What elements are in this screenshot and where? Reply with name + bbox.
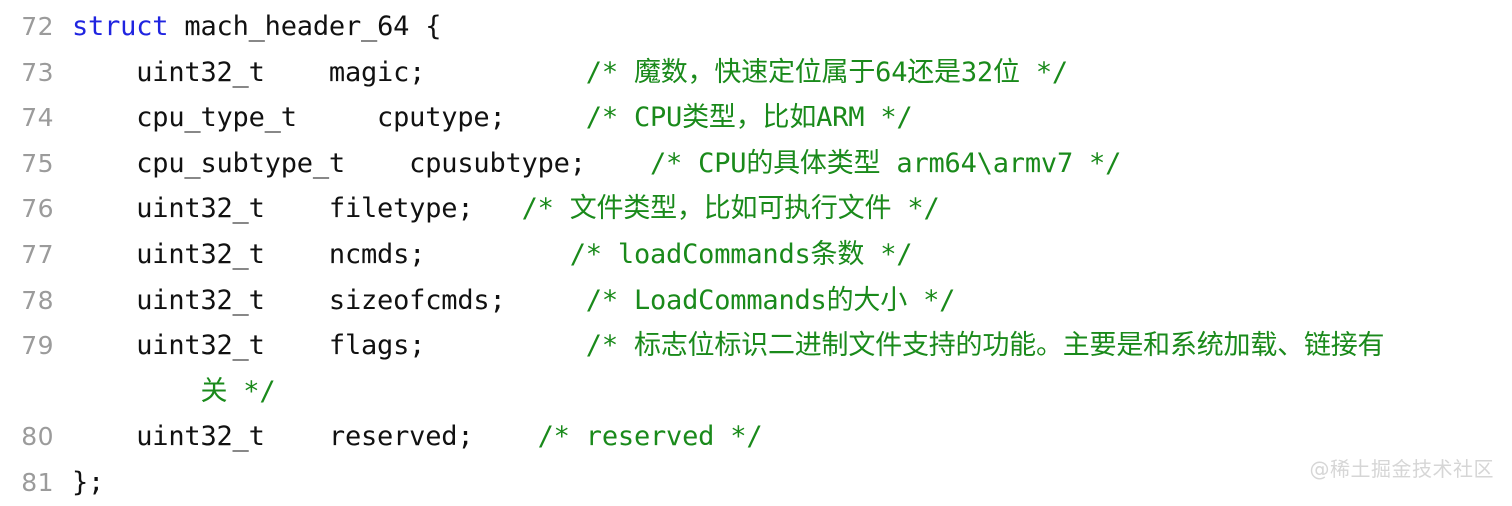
code-line[interactable]: 78 uint32_t sizeofcmds; /* LoadCommands的… bbox=[0, 278, 1512, 324]
comment-token: /* LoadCommands的大小 */ bbox=[585, 284, 956, 316]
line-content: uint32_t magic; /* 魔数，快速定位属于64还是32位 */ bbox=[72, 50, 1512, 96]
code-line[interactable]: 73 uint32_t magic; /* 魔数，快速定位属于64还是32位 *… bbox=[0, 50, 1512, 96]
line-number: 75 bbox=[21, 148, 54, 178]
line-content: cpu_subtype_t cpusubtype; /* CPU的具体类型 ar… bbox=[72, 141, 1512, 187]
line-number: 80 bbox=[21, 422, 54, 452]
line-number: 78 bbox=[21, 285, 54, 315]
line-number: 81 bbox=[21, 467, 54, 497]
line-number: 77 bbox=[21, 239, 54, 269]
comment-token: /* 魔数，快速定位属于64还是32位 */ bbox=[585, 56, 1068, 88]
code-token: cpu_subtype_t cpusubtype; bbox=[72, 147, 650, 179]
keyword-token: struct bbox=[72, 11, 169, 42]
line-content: uint32_t reserved; /* reserved */ bbox=[72, 414, 1512, 460]
line-content: uint32_t filetype; /* 文件类型，比如可执行文件 */ bbox=[72, 186, 1512, 232]
comment-token: /* reserved */ bbox=[537, 421, 763, 453]
line-content: cpu_type_t cputype; /* CPU类型，比如ARM */ bbox=[72, 95, 1512, 141]
code-line[interactable]: 77 uint32_t ncmds; /* loadCommands条数 */ bbox=[0, 232, 1512, 278]
code-token: mach_header_64 { bbox=[168, 11, 442, 42]
code-line[interactable]: 80 uint32_t reserved; /* reserved */ bbox=[0, 414, 1512, 460]
line-content: struct mach_header_64 { bbox=[72, 4, 1512, 50]
code-line[interactable]: 81 }; bbox=[0, 460, 1512, 506]
comment-token: /* 标志位标识二进制文件支持的功能。主要是和系统加载、链接有 bbox=[585, 330, 1385, 362]
code-line[interactable]: 76 uint32_t filetype; /* 文件类型，比如可执行文件 */ bbox=[0, 186, 1512, 232]
clipped-previous-line bbox=[72, 0, 252, 5]
comment-token: /* loadCommands条数 */ bbox=[569, 238, 913, 270]
site-watermark: @稀土掘金技术社区 bbox=[1309, 457, 1494, 481]
code-token: uint32_t flags; bbox=[72, 330, 586, 362]
comment-token: /* CPU的具体类型 arm64\armv7 */ bbox=[650, 147, 1122, 179]
line-number: 73 bbox=[21, 57, 54, 87]
code-line[interactable]: 75 cpu_subtype_t cpusubtype; /* CPU的具体类型… bbox=[0, 141, 1512, 187]
code-line[interactable]: 72 struct mach_header_64 { bbox=[0, 4, 1512, 50]
code-line[interactable]: 74 cpu_type_t cputype; /* CPU类型，比如ARM */ bbox=[0, 95, 1512, 141]
code-token: uint32_t filetype; bbox=[72, 193, 522, 225]
line-number: 76 bbox=[21, 194, 54, 224]
code-token: uint32_t magic; bbox=[72, 56, 586, 88]
code-token: uint32_t ncmds; bbox=[72, 238, 570, 270]
code-token: uint32_t sizeofcmds; bbox=[72, 284, 586, 316]
line-number: 72 bbox=[21, 12, 54, 41]
code-line-wrapped-continuation[interactable]: 关 */ bbox=[0, 369, 1512, 415]
line-content: }; bbox=[72, 460, 1512, 506]
comment-token: /* 文件类型，比如可执行文件 */ bbox=[521, 193, 940, 225]
code-token: uint32_t reserved; bbox=[72, 421, 538, 453]
code-token: cpu_type_t cputype; bbox=[72, 102, 586, 134]
comment-token: /* CPU类型，比如ARM */ bbox=[585, 102, 913, 134]
code-line[interactable]: 79 uint32_t flags; /* 标志位标识二进制文件支持的功能。主要… bbox=[0, 323, 1512, 369]
line-content: uint32_t ncmds; /* loadCommands条数 */ bbox=[72, 232, 1512, 278]
line-number: 74 bbox=[21, 103, 54, 133]
comment-token: 关 */ bbox=[200, 375, 276, 407]
line-number: 79 bbox=[21, 331, 54, 361]
code-token: }; bbox=[72, 466, 105, 498]
line-content: 关 */ bbox=[72, 369, 1512, 415]
line-content: uint32_t sizeofcmds; /* LoadCommands的大小 … bbox=[72, 278, 1512, 324]
line-content: uint32_t flags; /* 标志位标识二进制文件支持的功能。主要是和系… bbox=[72, 323, 1512, 369]
code-token bbox=[72, 376, 200, 407]
